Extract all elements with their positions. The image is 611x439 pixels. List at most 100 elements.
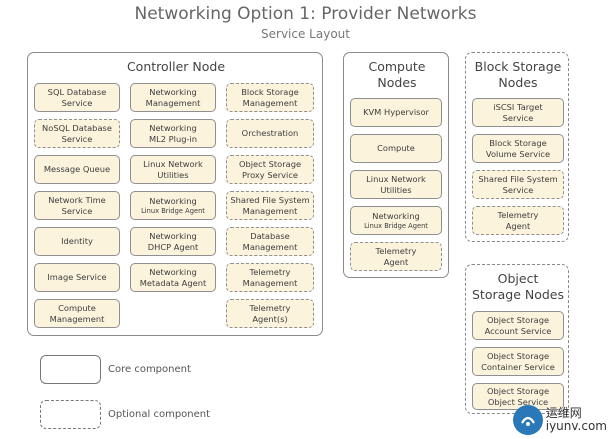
service-box: Compute	[350, 134, 442, 163]
controller-node-heading: Controller Node	[126, 59, 226, 74]
service-box: Networking Linux Bridge Agent	[130, 191, 216, 220]
service-label-line2: DHCP Agent	[147, 241, 199, 252]
service-box: Telemetry Agent	[472, 206, 564, 235]
service-label-line1: Message Queue	[43, 164, 111, 174]
service-label-line2: Linux Bridge Agent	[141, 206, 205, 215]
service-label-line1: Shared File System	[478, 173, 558, 184]
object-heading-line1: Object	[497, 271, 539, 286]
service-label-line2: Management	[242, 277, 298, 288]
legend-core-label: Core component	[108, 364, 191, 375]
service-label-line1: Object Storage	[238, 158, 302, 169]
service-box: Message Queue	[34, 155, 120, 184]
service-label-line2: Proxy Service	[241, 169, 299, 180]
service-label-line1: Identity	[61, 236, 93, 246]
service-label-line1: Compute	[377, 143, 415, 153]
service-box: Object Storage Container Service	[472, 347, 564, 376]
watermark-line2: iyunv.com	[545, 419, 607, 433]
service-label-line2: Agent(s)	[252, 313, 288, 324]
service-label-line1: Network Time	[48, 194, 106, 205]
service-label-line2: Management	[242, 241, 298, 252]
service-label-line1: Networking	[372, 210, 420, 221]
service-label-line2: Container Service	[481, 361, 555, 372]
service-label-line1: Shared File System	[230, 194, 310, 205]
service-box: Networking ML2 Plug-in	[130, 119, 216, 148]
service-label-line2: Utilities	[380, 184, 412, 195]
service-label-line1: Telemetry	[497, 209, 539, 220]
service-box: Shared File System Service	[472, 170, 564, 199]
service-label-line2: Management	[242, 205, 298, 216]
service-box: iSCSI Target Service	[472, 98, 564, 127]
service-box: NoSQL Database Service	[34, 119, 120, 148]
service-label-line1: Object Storage	[486, 314, 550, 325]
legend-optional-label: Optional component	[108, 409, 211, 420]
service-label-line2: Linux Bridge Agent	[364, 221, 428, 230]
service-label-line1: Telemetry	[249, 302, 291, 313]
service-label-line2: Utilities	[157, 169, 189, 180]
service-label-line1: Networking	[149, 195, 197, 206]
service-label-line2: Service	[61, 133, 93, 144]
service-label-line2: Service	[502, 184, 534, 195]
service-box: Shared File System Management	[226, 191, 314, 220]
service-label-line1: Block Storage	[489, 137, 547, 148]
watermark-logo-icon	[512, 405, 543, 435]
service-box: Identity	[34, 227, 120, 256]
service-label-line2: Management	[49, 313, 105, 324]
service-box: SQL Database Service	[34, 83, 120, 112]
object-heading-line2: Storage Nodes	[471, 287, 565, 302]
object-storage-heading: Object Storage Nodes	[466, 271, 570, 303]
service-box: KVM Hypervisor	[350, 98, 442, 127]
block-storage-nodes-group: Block Storage Nodes iSCSI Target Service…	[465, 52, 569, 242]
controller-node-group: Controller Node SQL Database Service NoS…	[27, 52, 323, 336]
service-box: Networking Linux Bridge Agent	[350, 206, 442, 235]
service-box: Network Time Service	[34, 191, 120, 220]
service-label-line1: Orchestration	[241, 128, 299, 138]
service-label-line1: Networking	[149, 86, 197, 97]
compute-heading-line2: Nodes	[377, 75, 417, 90]
service-label-line1: KVM Hypervisor	[363, 107, 429, 117]
compute-nodes-group: Compute Nodes KVM Hypervisor Compute Lin…	[343, 52, 449, 278]
service-box: Object Storage Account Service	[472, 311, 564, 340]
service-box: Networking DHCP Agent	[130, 227, 216, 256]
service-box: Telemetry Agent	[350, 242, 442, 271]
block-storage-heading: Block Storage Nodes	[466, 59, 570, 91]
service-box: Telemetry Management	[226, 263, 314, 292]
service-box: Linux Network Utilities	[350, 170, 442, 199]
watermark: 运维网 iyunv.com	[512, 405, 607, 435]
service-label-line2: Volume Service	[485, 148, 551, 159]
service-label-line2: Agent	[505, 220, 531, 231]
service-label-line2: Service	[61, 97, 93, 108]
service-label-line2: Service	[61, 205, 93, 216]
service-box: Object Storage Proxy Service	[226, 155, 314, 184]
service-label-line1: NoSQL Database	[42, 122, 112, 133]
watermark-line1: 运维网	[545, 406, 582, 420]
service-box: Networking Management	[130, 83, 216, 112]
service-label-line2: Metadata Agent	[139, 277, 207, 288]
service-box: Compute Management	[34, 299, 120, 328]
service-label-line1: Telemetry	[249, 266, 291, 277]
block-heading-line2: Nodes	[498, 75, 538, 90]
service-label-line1: Database	[250, 230, 290, 241]
diagram-subtitle: Service Layout	[261, 27, 350, 41]
legend-core-swatch	[40, 355, 101, 384]
service-label-line1: Object Storage	[486, 350, 550, 361]
service-label-line2: Service	[502, 112, 534, 123]
service-label-line2: Agent	[383, 256, 409, 267]
diagram-title: Networking Option 1: Provider Networks	[134, 4, 477, 24]
service-label-line2: Account Service	[484, 325, 552, 336]
object-storage-nodes-group: Object Storage Nodes Object Storage Acco…	[465, 264, 569, 414]
compute-heading-line1: Compute	[368, 59, 426, 74]
service-label-line1: Telemetry	[375, 245, 417, 256]
service-label-line2: Management	[145, 97, 201, 108]
service-box: Telemetry Agent(s)	[226, 299, 314, 328]
service-box: Database Management	[226, 227, 314, 256]
service-label-line1: iSCSI Target	[493, 101, 543, 112]
compute-nodes-heading: Compute Nodes	[344, 59, 450, 91]
service-box: Block Storage Volume Service	[472, 134, 564, 163]
service-box: Linux Network Utilities	[130, 155, 216, 184]
service-label-line1: Linux Network	[143, 158, 203, 169]
service-label-line1: Image Service	[47, 272, 107, 282]
service-label-line2: Management	[242, 97, 298, 108]
service-box: Networking Metadata Agent	[130, 263, 216, 292]
service-label-line2: ML2 Plug-in	[148, 133, 198, 144]
service-label-line2: Object Service	[487, 396, 549, 407]
